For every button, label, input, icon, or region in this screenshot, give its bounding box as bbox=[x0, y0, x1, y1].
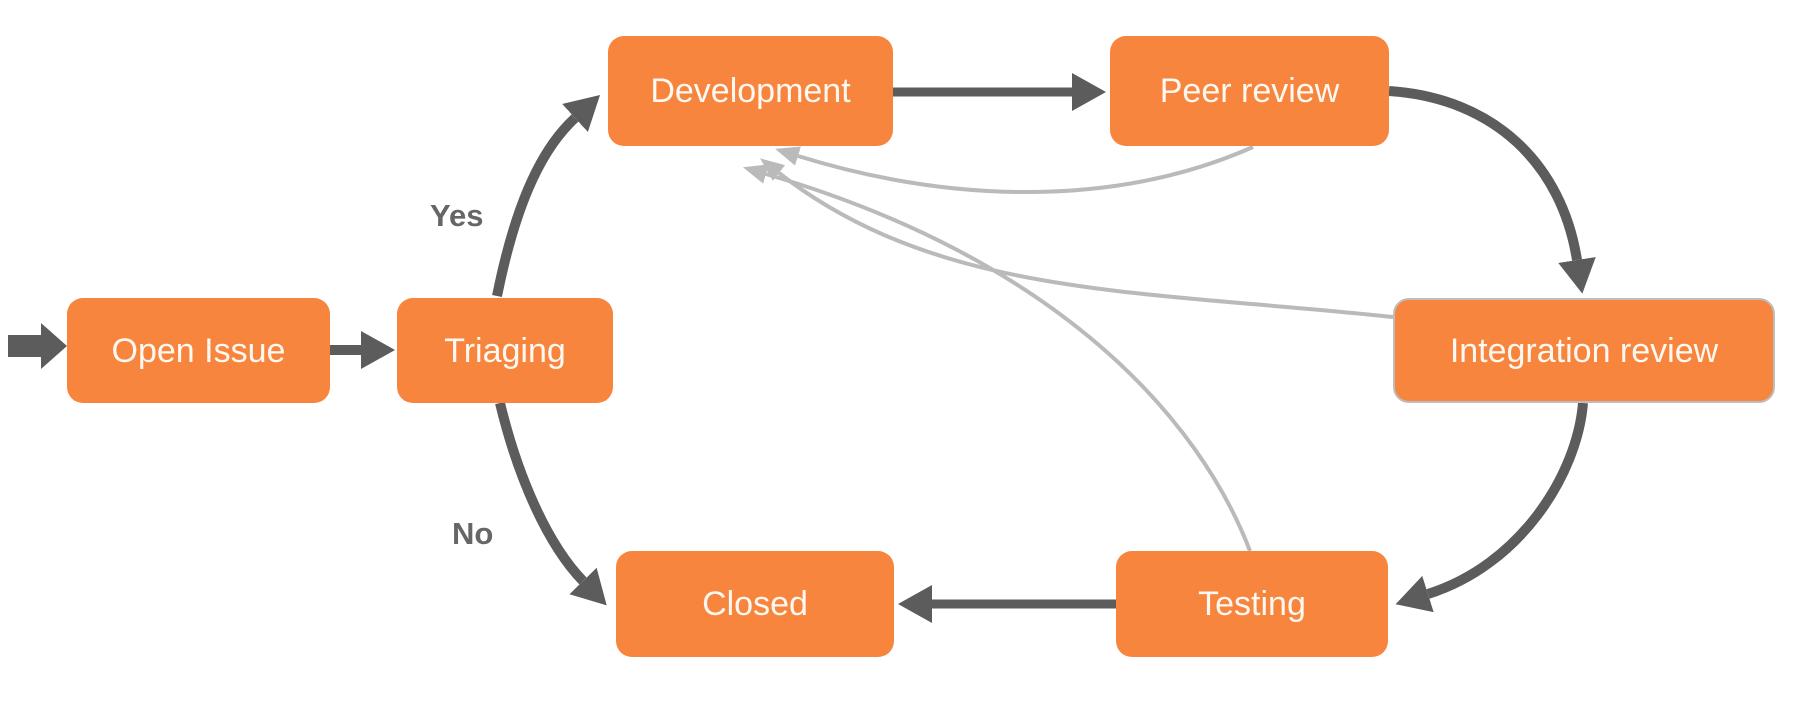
node-development: Development bbox=[608, 36, 893, 146]
edge-triaging-closed-arrow bbox=[495, 401, 607, 606]
edge-testing-development-feedback-arrow bbox=[742, 164, 1252, 552]
node-integration-review: Integration review bbox=[1393, 298, 1775, 403]
node-open-issue: Open Issue bbox=[67, 298, 330, 403]
edge-integration-review-testing-arrow bbox=[1395, 402, 1588, 613]
edge-label-no: No bbox=[452, 516, 494, 551]
edge-label-yes: Yes bbox=[430, 198, 484, 233]
edge-peer-review-integration-review-arrow bbox=[1388, 86, 1596, 294]
edge-integration-review-development-feedback-arrow bbox=[760, 158, 1394, 319]
node-closed: Closed bbox=[616, 551, 894, 657]
node-triaging: Triaging bbox=[397, 298, 613, 403]
node-testing: Testing bbox=[1116, 551, 1388, 657]
edge-triaging-development-arrow bbox=[492, 94, 601, 297]
edge-peer-review-development-feedback-arrow bbox=[775, 145, 1254, 194]
node-peer-review: Peer review bbox=[1110, 36, 1389, 146]
